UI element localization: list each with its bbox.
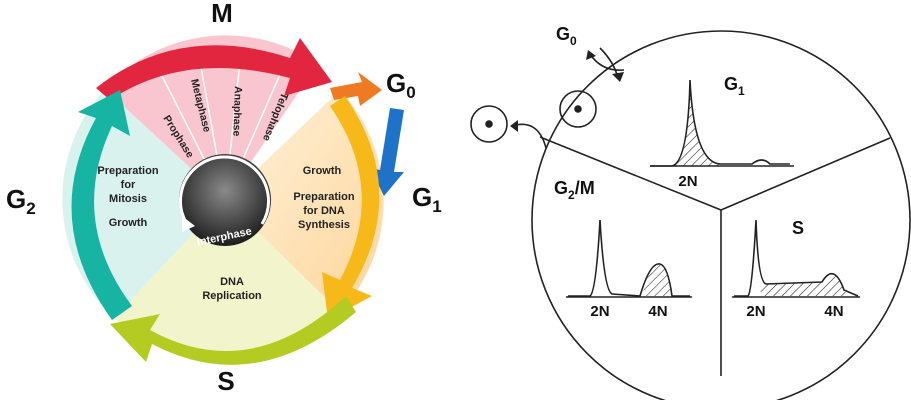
g2m-histogram-line [568, 219, 690, 297]
g2-label: G2 [6, 184, 36, 218]
g0-label: G0 [386, 68, 416, 102]
right-s-label: S [792, 218, 804, 238]
g2-line-2: for [121, 179, 136, 191]
s-histogram-line [734, 219, 859, 297]
s-sector [114, 200, 340, 361]
arrow-from-g0-head [612, 72, 624, 82]
dividing-cell [559, 90, 597, 128]
right-g2m-suffix: /M [575, 178, 595, 198]
g2m-tick-2n: 2N [590, 303, 609, 320]
g1-histogram-fill [672, 80, 720, 166]
s-line-1: DNA [220, 276, 244, 288]
daughter-cell [470, 105, 508, 143]
g2-letter: G [6, 184, 26, 214]
dividing-cell-nucleus [574, 105, 582, 113]
s-histogram-fill [760, 274, 848, 296]
right-g1-label: G1 [724, 74, 745, 98]
g1-subscript: 1 [432, 197, 441, 216]
g2m-tick-4n: 4N [648, 303, 667, 320]
g2-line-4: Growth [109, 217, 148, 229]
blue-arrow [370, 108, 404, 196]
g1-line-2: Preparation [293, 191, 354, 203]
g1-line-4: Synthesis [298, 219, 350, 231]
g1-histogram-line [650, 79, 790, 167]
g1-letter: G [412, 182, 432, 212]
g1-line-3: for DNA [303, 205, 345, 217]
s-arrow [110, 296, 356, 365]
g1-arrow [322, 96, 380, 320]
s-tick-2n: 2N [746, 303, 765, 320]
right-g1-letter: G [724, 74, 738, 94]
right-g2m-subscript: 2 [568, 188, 575, 202]
s-line-2: Replication [202, 290, 262, 302]
g2-line-1: Preparation [97, 165, 158, 177]
arrow-to-daughter-head [510, 120, 518, 132]
g2m-histogram-fill [642, 263, 672, 296]
interphase-arc-arrow [182, 216, 195, 232]
right-g2m-letter: G [554, 178, 568, 198]
divider-right [720, 137, 891, 211]
interphase-arc [179, 155, 270, 225]
right-g0-subscript: 0 [570, 34, 577, 48]
divider-left [539, 136, 722, 211]
g2-subscript: 2 [26, 199, 35, 218]
g1-label: G1 [412, 182, 442, 216]
right-g1-subscript: 1 [738, 84, 745, 98]
g0-letter: G [386, 68, 406, 98]
g2-line-3: Mitosis [109, 193, 147, 205]
anaphase-label: Anaphase [230, 86, 244, 137]
s-tick-4n: 4N [824, 303, 843, 320]
s-label: S [217, 366, 234, 396]
right-g0-label: G0 [556, 24, 577, 48]
right-g2m-label: G2/M [554, 178, 595, 202]
right-g0-letter: G [556, 24, 570, 44]
dna-content-diagram [470, 30, 911, 400]
dna-content-labels: G0 G1 G2/M S 2N 2N 4N 2N 4N [554, 24, 844, 320]
arrow-to-g0-head [586, 50, 596, 60]
g0-subscript: 0 [406, 83, 415, 102]
interphase-core [179, 154, 271, 246]
g1-line-1: Growth [303, 165, 342, 177]
cell-cycle-wheel: Interphase Prophase Metaphase Anaphase T… [6, 0, 442, 396]
g1-tick-2n: 2N [678, 173, 697, 190]
g2-arrow [71, 90, 132, 320]
g1-sector [225, 90, 384, 312]
daughter-cell-nucleus [485, 120, 493, 128]
outer-cell-circle [531, 30, 911, 400]
m-label: M [211, 0, 233, 28]
m-arrow [96, 38, 332, 100]
